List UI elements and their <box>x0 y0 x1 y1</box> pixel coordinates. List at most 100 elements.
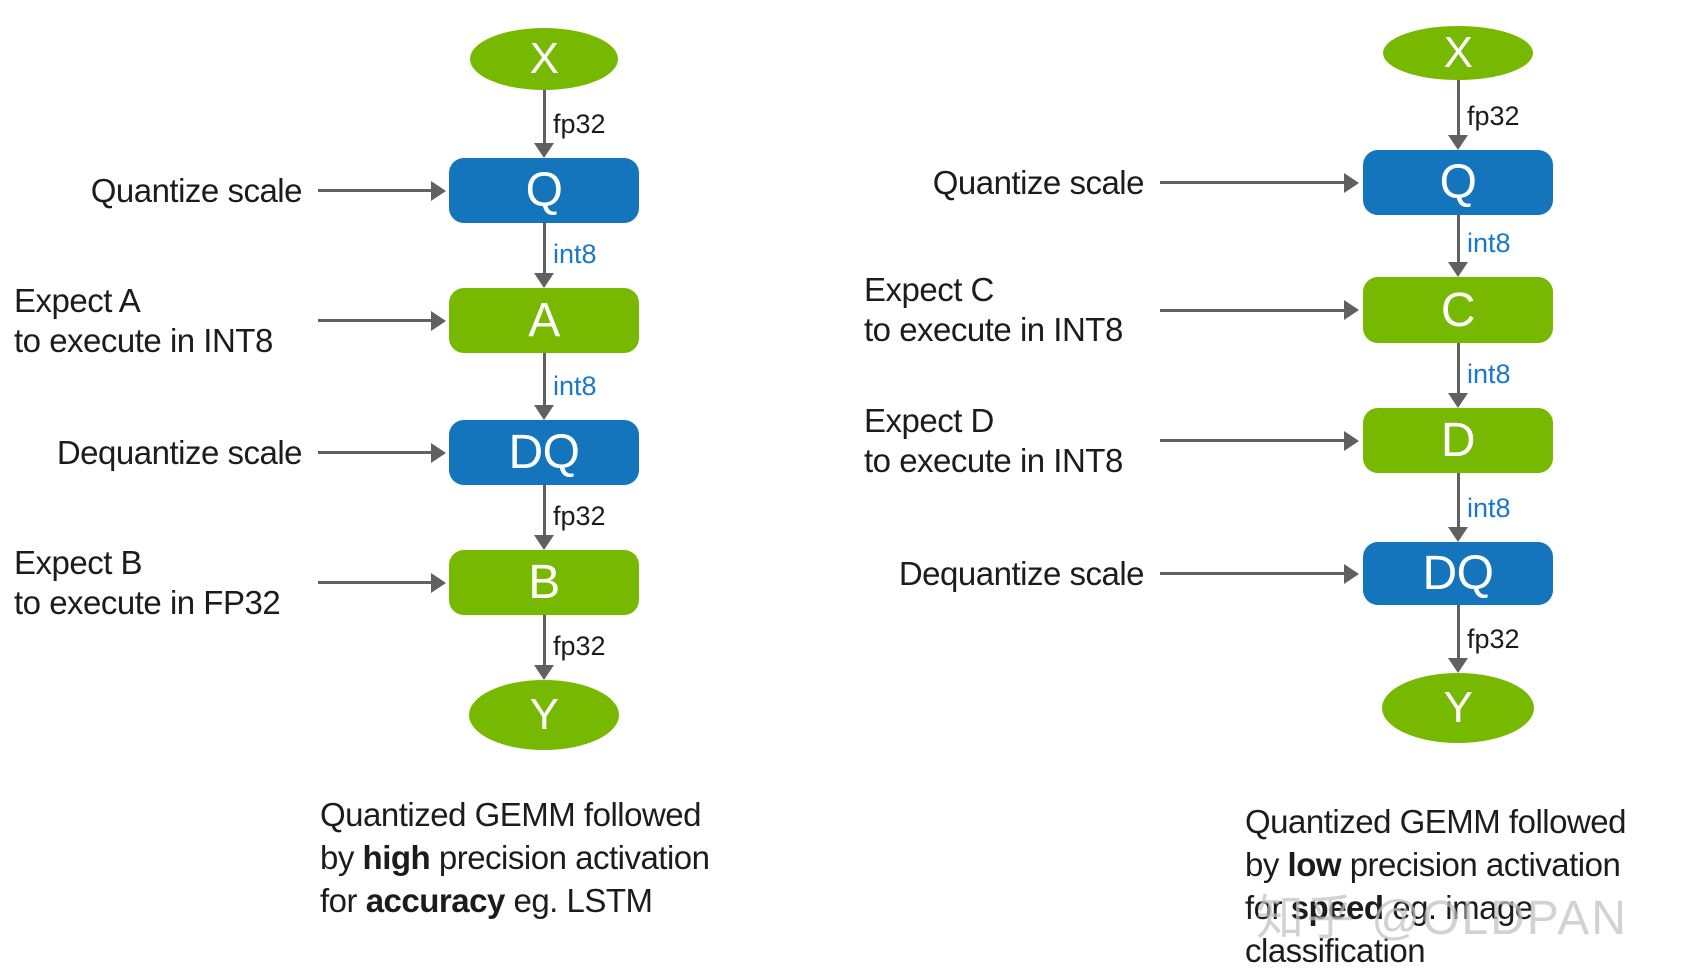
edge-precision-label: int8 <box>553 371 597 401</box>
caption-text: by <box>320 839 363 876</box>
caption-text: low <box>1287 846 1342 883</box>
arrow-right-icon <box>1344 563 1359 584</box>
annotation-left-0: Quantize scale <box>90 171 303 211</box>
annotation-line: Expect A <box>14 281 141 319</box>
node-right-dq: DQ <box>1363 542 1553 605</box>
annotation-line: Expect C <box>864 271 994 308</box>
arrow-down-icon <box>1448 262 1468 277</box>
edge-precision-label: fp32 <box>553 109 606 139</box>
caption-line: for speed eg. image <box>1245 886 1626 929</box>
caption-text: by <box>1245 846 1288 883</box>
flow-arrow-line <box>1456 473 1460 528</box>
caption-line: Quantized GEMM followed <box>1245 800 1627 843</box>
edge-precision-label: int8 <box>553 239 597 269</box>
arrow-down-icon <box>534 143 554 158</box>
arrow-down-icon <box>534 273 554 288</box>
flow-arrow-line <box>542 615 546 666</box>
caption-line: Quantized GEMM followed <box>320 793 710 836</box>
arrow-right-icon <box>1344 172 1359 193</box>
caption-text: for <box>320 882 366 919</box>
caption-text: accuracy <box>365 882 506 919</box>
caption-text: eg. LSTM <box>504 882 653 919</box>
flow-arrow-line <box>1456 605 1460 659</box>
arrow-right-icon <box>431 180 446 201</box>
edge-precision-label: fp32 <box>1467 624 1520 654</box>
node-left-x: X <box>470 28 618 90</box>
flow-arrow-line <box>1456 215 1460 263</box>
annotation-line: Dequantize scale <box>56 433 303 471</box>
node-left-b: B <box>449 550 639 615</box>
node-right-d: D <box>1363 408 1553 473</box>
arrow-right-icon <box>1344 300 1359 320</box>
node-left-y: Y <box>469 680 619 750</box>
caption-text: speed <box>1290 889 1384 926</box>
flow-arrow-line <box>542 90 546 144</box>
annotation-line: Quantize scale <box>90 171 303 209</box>
caption-text: high <box>362 839 431 876</box>
edge-precision-label: int8 <box>1467 493 1511 523</box>
annotation-arrow-line <box>1160 181 1344 184</box>
annotation-arrow-line <box>318 451 431 454</box>
flow-arrow-line <box>542 353 546 406</box>
edge-precision-label: fp32 <box>553 501 606 531</box>
caption-text: precision activation <box>1341 846 1621 883</box>
caption-line: by low precision activation <box>1245 843 1626 886</box>
annotation-arrow-line <box>318 319 431 322</box>
node-left-a: A <box>449 288 639 353</box>
edge-precision-label: int8 <box>1467 228 1511 258</box>
arrow-down-icon <box>1448 393 1468 408</box>
arrow-right-icon <box>431 442 446 463</box>
annotation-line: Expect B <box>14 543 143 581</box>
caption-text: eg. image <box>1383 889 1533 926</box>
annotation-line: to execute in INT8 <box>864 441 1123 479</box>
caption-line: for accuracy eg. LSTM <box>320 879 710 922</box>
caption-text: precision activation <box>430 839 710 876</box>
node-right-x: X <box>1383 26 1533 80</box>
arrow-down-icon <box>534 665 554 680</box>
annotation-right-0: Quantize scale <box>932 163 1145 203</box>
arrow-right-icon <box>431 572 446 593</box>
arrow-down-icon <box>1448 527 1468 542</box>
arrow-right-icon <box>431 310 446 331</box>
arrow-down-icon <box>1448 658 1468 673</box>
annotation-line: Quantize scale <box>932 163 1145 201</box>
annotation-arrow-line <box>1160 439 1344 442</box>
annotation-right-3: Dequantize scale <box>898 554 1145 594</box>
annotation-line: Dequantize scale <box>898 554 1145 592</box>
caption-text: for <box>1245 889 1291 926</box>
node-right-q: Q <box>1363 150 1553 215</box>
arrow-down-icon <box>1448 135 1468 150</box>
flow-arrow-line <box>542 223 546 274</box>
node-left-q: Q <box>449 158 639 223</box>
annotation-arrow-line <box>1160 308 1344 312</box>
annotation-left-2: Dequantize scale <box>56 433 303 473</box>
arrow-down-icon <box>534 535 554 550</box>
caption-text: classification <box>1245 932 1426 969</box>
arrow-down-icon <box>534 405 554 420</box>
annotation-arrow-line <box>318 189 431 192</box>
caption-line: by high precision activation <box>320 836 710 879</box>
edge-precision-label: fp32 <box>1467 101 1520 131</box>
node-right-y: Y <box>1382 673 1534 743</box>
watermark: 知乎 @OLDPAN <box>1256 892 1628 945</box>
flow-arrow-line <box>1456 80 1460 136</box>
annotation-line: to execute in INT8 <box>864 311 1123 348</box>
annotation-line: to execute in FP32 <box>14 583 281 621</box>
annotation-arrow-line <box>1160 572 1344 575</box>
node-right-c: C <box>1363 277 1553 343</box>
edge-precision-label: fp32 <box>553 631 606 661</box>
annotation-arrow-line <box>318 581 431 584</box>
caption-text: Quantized GEMM followed <box>1245 803 1627 840</box>
flow-arrow-line <box>1456 343 1460 394</box>
edge-precision-label: int8 <box>1467 359 1511 389</box>
arrow-right-icon <box>1344 430 1359 451</box>
